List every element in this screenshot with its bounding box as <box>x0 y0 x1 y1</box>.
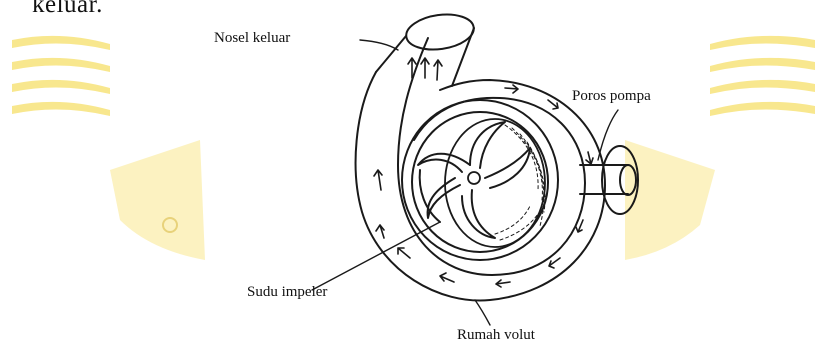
volute-inner-wall <box>398 38 585 275</box>
volute-casing-outline <box>356 72 605 300</box>
label-pump-shaft: Poros pompa <box>572 88 651 105</box>
label-volute-casing: Rumah volut <box>457 327 535 344</box>
label-outlet-nozzle: Nosel keluar <box>214 30 290 47</box>
label-impeller-blade: Sudu impeler <box>247 284 327 301</box>
outlet-nozzle-opening <box>404 10 476 53</box>
impeller-back-disk <box>445 119 545 247</box>
volute-flow-arrows <box>374 85 593 287</box>
pump-shaft-end <box>620 165 636 195</box>
impeller-blades <box>418 122 530 238</box>
impeller-hub <box>468 172 480 184</box>
